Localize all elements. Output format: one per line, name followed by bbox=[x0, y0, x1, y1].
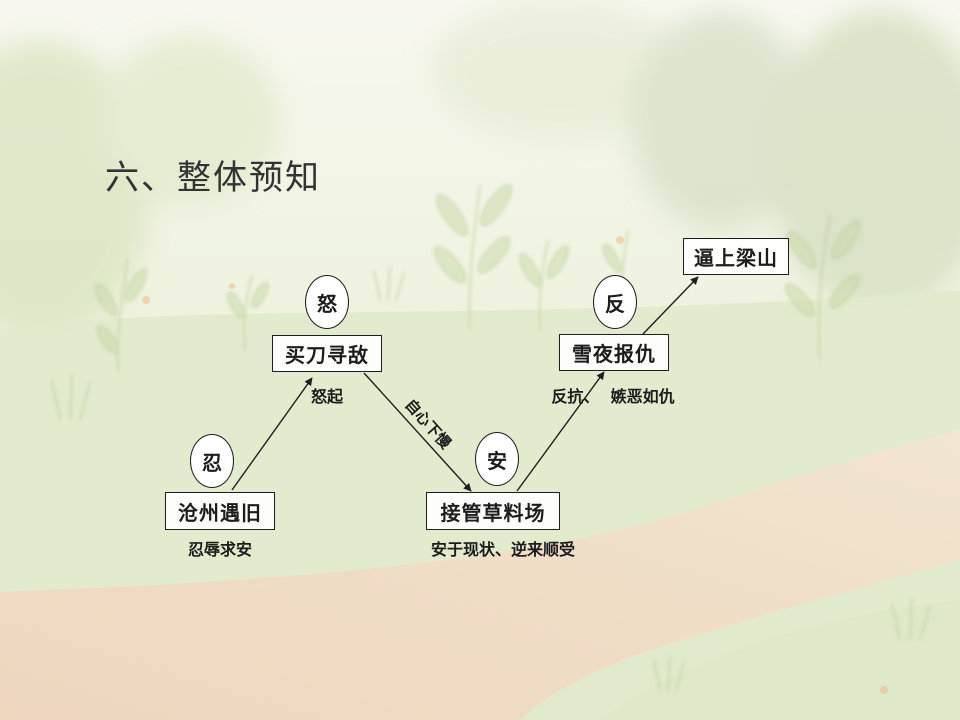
mood-label: 怒 bbox=[317, 291, 337, 316]
plant-leaf bbox=[831, 220, 861, 260]
plant-leaf bbox=[94, 283, 118, 317]
stage-label: 买刀寻敌 bbox=[285, 343, 369, 367]
grass-tuft bbox=[891, 597, 931, 641]
grass-tuft bbox=[51, 373, 91, 421]
plant-leaf bbox=[479, 183, 513, 227]
stage-box-caoliaochang: 接管草料场 bbox=[426, 492, 560, 530]
stage-box-cangzhou: 沧州遇旧 bbox=[165, 492, 275, 530]
flower bbox=[880, 686, 888, 694]
mood-ellipse-xueye: 反 bbox=[593, 275, 637, 329]
flower bbox=[616, 236, 624, 244]
plant-leaf bbox=[787, 230, 817, 270]
plant-stem bbox=[817, 214, 831, 361]
plant-stem bbox=[242, 274, 253, 351]
plant-leaf bbox=[250, 281, 270, 309]
tree-canopy bbox=[430, 0, 690, 140]
mood-ellipse-maidao: 怒 bbox=[305, 275, 349, 329]
stage-note-cangzhou: 忍辱求安 bbox=[187, 540, 252, 559]
mood-label: 安 bbox=[487, 448, 507, 473]
stage-note-xueye: 反抗、 嫉恶如仇 bbox=[551, 387, 675, 406]
distant-trees bbox=[0, 0, 960, 340]
stage-box-maidao: 买刀寻敌 bbox=[272, 335, 382, 372]
stage-label: 雪夜报仇 bbox=[572, 342, 656, 366]
meadow-plants bbox=[51, 183, 931, 691]
arrow-cangzhou-to-maidao bbox=[231, 377, 313, 491]
grass-tuft bbox=[653, 655, 685, 691]
plant-leaf bbox=[785, 283, 815, 317]
mood-label: 反 bbox=[605, 291, 625, 316]
dirt-path bbox=[0, 430, 960, 720]
plant-leaf bbox=[433, 246, 467, 284]
plant-leaf bbox=[96, 325, 120, 355]
plant-leaf bbox=[124, 268, 148, 302]
flower bbox=[229, 283, 235, 289]
grass-corner bbox=[600, 600, 960, 720]
stage-label: 沧州遇旧 bbox=[178, 500, 262, 525]
plant-leaf bbox=[477, 236, 511, 274]
tree-canopy bbox=[770, 10, 960, 310]
slide-title: 六、整体预知 bbox=[105, 158, 321, 198]
stage-label: 接管草料场 bbox=[440, 500, 546, 525]
plant-leaf bbox=[829, 275, 859, 309]
plant-leaf bbox=[602, 243, 622, 273]
mood-ellipse-cangzhou: 忍 bbox=[190, 434, 234, 488]
stage-label: 逼上梁山 bbox=[694, 246, 778, 270]
stage-note-maidao: 怒起 bbox=[310, 387, 343, 406]
arrow-maidao-to-caoliaochang bbox=[363, 372, 472, 492]
mood-ellipse-caoliaochang: 安 bbox=[475, 432, 519, 486]
wildflowers bbox=[142, 236, 888, 694]
plant-leaf bbox=[546, 245, 570, 279]
grass-tuft bbox=[373, 265, 405, 301]
arrow-xueye-to-liangshan bbox=[642, 276, 699, 335]
flower bbox=[142, 296, 150, 304]
tree-canopy bbox=[100, 35, 280, 205]
stage-box-xueye: 雪夜报仇 bbox=[559, 334, 669, 371]
mood-label: 忍 bbox=[202, 450, 222, 475]
tree-canopy bbox=[630, 10, 810, 230]
stage-note-caoliaochang: 安于现状、逆来顺受 bbox=[430, 540, 575, 559]
plant-leaf bbox=[226, 291, 246, 319]
plant-leaf bbox=[518, 253, 542, 287]
plant-stem bbox=[116, 257, 129, 373]
plant-stem bbox=[468, 184, 481, 331]
plant-stem bbox=[538, 239, 549, 331]
stage-box-liangshan: 逼上梁山 bbox=[683, 238, 789, 275]
plant-leaf bbox=[435, 193, 469, 237]
arrow-caoliaochang-to-xueye bbox=[516, 371, 605, 492]
